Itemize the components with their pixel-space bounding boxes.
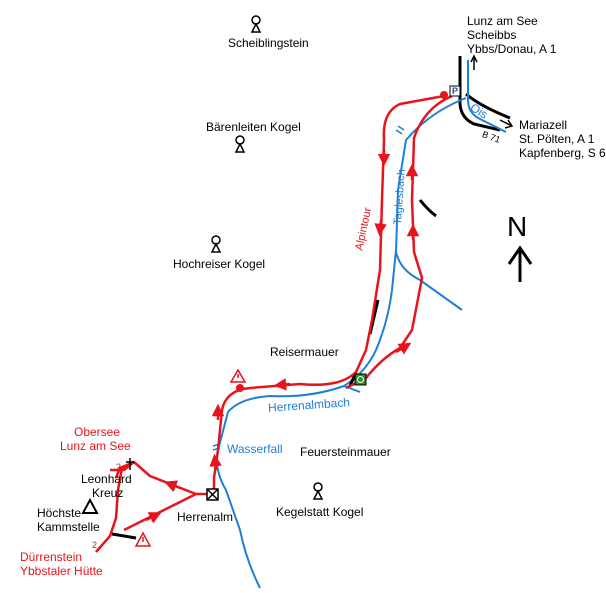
peak-label-reisermauer: Reisermauer bbox=[270, 345, 339, 359]
peak-label-kegelstatt: Kegelstatt Kogel bbox=[276, 505, 364, 519]
peak-label-leonhard-2: Kreuz bbox=[92, 486, 124, 500]
summit-icon bbox=[210, 235, 222, 253]
taglesbach-lower bbox=[216, 249, 397, 589]
road-north bbox=[458, 56, 501, 132]
road-label-north-2: Scheibbs bbox=[467, 28, 517, 42]
trail-label-duerrenstein-1: Dürrenstein bbox=[20, 550, 83, 564]
route-arrows bbox=[145, 150, 420, 524]
road-label-north-3: Ybbs/Donau, A 1 bbox=[467, 42, 557, 56]
water-label-wasserfall: Wasserfall bbox=[227, 442, 283, 456]
route-point bbox=[236, 384, 244, 392]
cliffs bbox=[111, 199, 437, 540]
north-label: N bbox=[507, 211, 528, 242]
peak-label-baerenleiten: Bärenleiten Kogel bbox=[206, 120, 301, 134]
peak-label-hochreiser: Hochreiser Kogel bbox=[173, 257, 266, 271]
place-label-herrenalm: Herrenalm bbox=[177, 510, 234, 524]
summit-symbols bbox=[210, 15, 324, 500]
peak-label-scheiblingstein: Scheiblingstein bbox=[228, 36, 309, 50]
routes bbox=[95, 94, 453, 553]
parking-sign bbox=[449, 85, 461, 97]
trail-marker-2b: 2 bbox=[92, 540, 98, 550]
ois-river bbox=[467, 60, 507, 133]
trail-marker-2a: 2 bbox=[116, 462, 122, 472]
road-label-east-3: Kapfenberg, S 6 bbox=[519, 146, 606, 160]
triangle-icon bbox=[81, 497, 99, 514]
start-point bbox=[440, 91, 448, 99]
route-return bbox=[345, 94, 453, 390]
peak-label-leonhard-1: Leonhard bbox=[81, 472, 132, 486]
road-label-north-1: Lunz am See bbox=[467, 14, 538, 28]
summit-icon bbox=[312, 482, 324, 500]
arrow-east-road bbox=[499, 119, 513, 127]
summit-icon bbox=[234, 135, 246, 153]
peak-label-feuersteinmauer: Feuersteinmauer bbox=[300, 445, 391, 459]
summit-icon bbox=[250, 15, 262, 33]
peak-label-hoechste-1: Höchste bbox=[37, 506, 82, 520]
taglesbach-stream bbox=[394, 97, 467, 311]
parking-label: P bbox=[452, 86, 459, 96]
green-sign-icon bbox=[354, 373, 367, 386]
hut-icon bbox=[206, 488, 219, 501]
road-label-east-2: St. Pölten, A 1 bbox=[519, 132, 595, 146]
cross-icon bbox=[126, 458, 134, 470]
road-label-east-1: Mariazell bbox=[519, 118, 568, 132]
peak-label-hoechste-2: Kammstelle bbox=[37, 520, 100, 534]
warning-icon bbox=[134, 531, 152, 547]
streams bbox=[216, 60, 507, 589]
route-alpintour bbox=[212, 94, 445, 494]
trail-label-duerrenstein-2: Ybbstaler Hütte bbox=[20, 564, 103, 578]
trail-label-obersee-2: Lunz am See bbox=[60, 439, 131, 453]
trail-label-obersee-1: Obersee bbox=[74, 425, 121, 439]
warning-icon bbox=[229, 368, 247, 383]
north-arrow bbox=[507, 245, 533, 282]
